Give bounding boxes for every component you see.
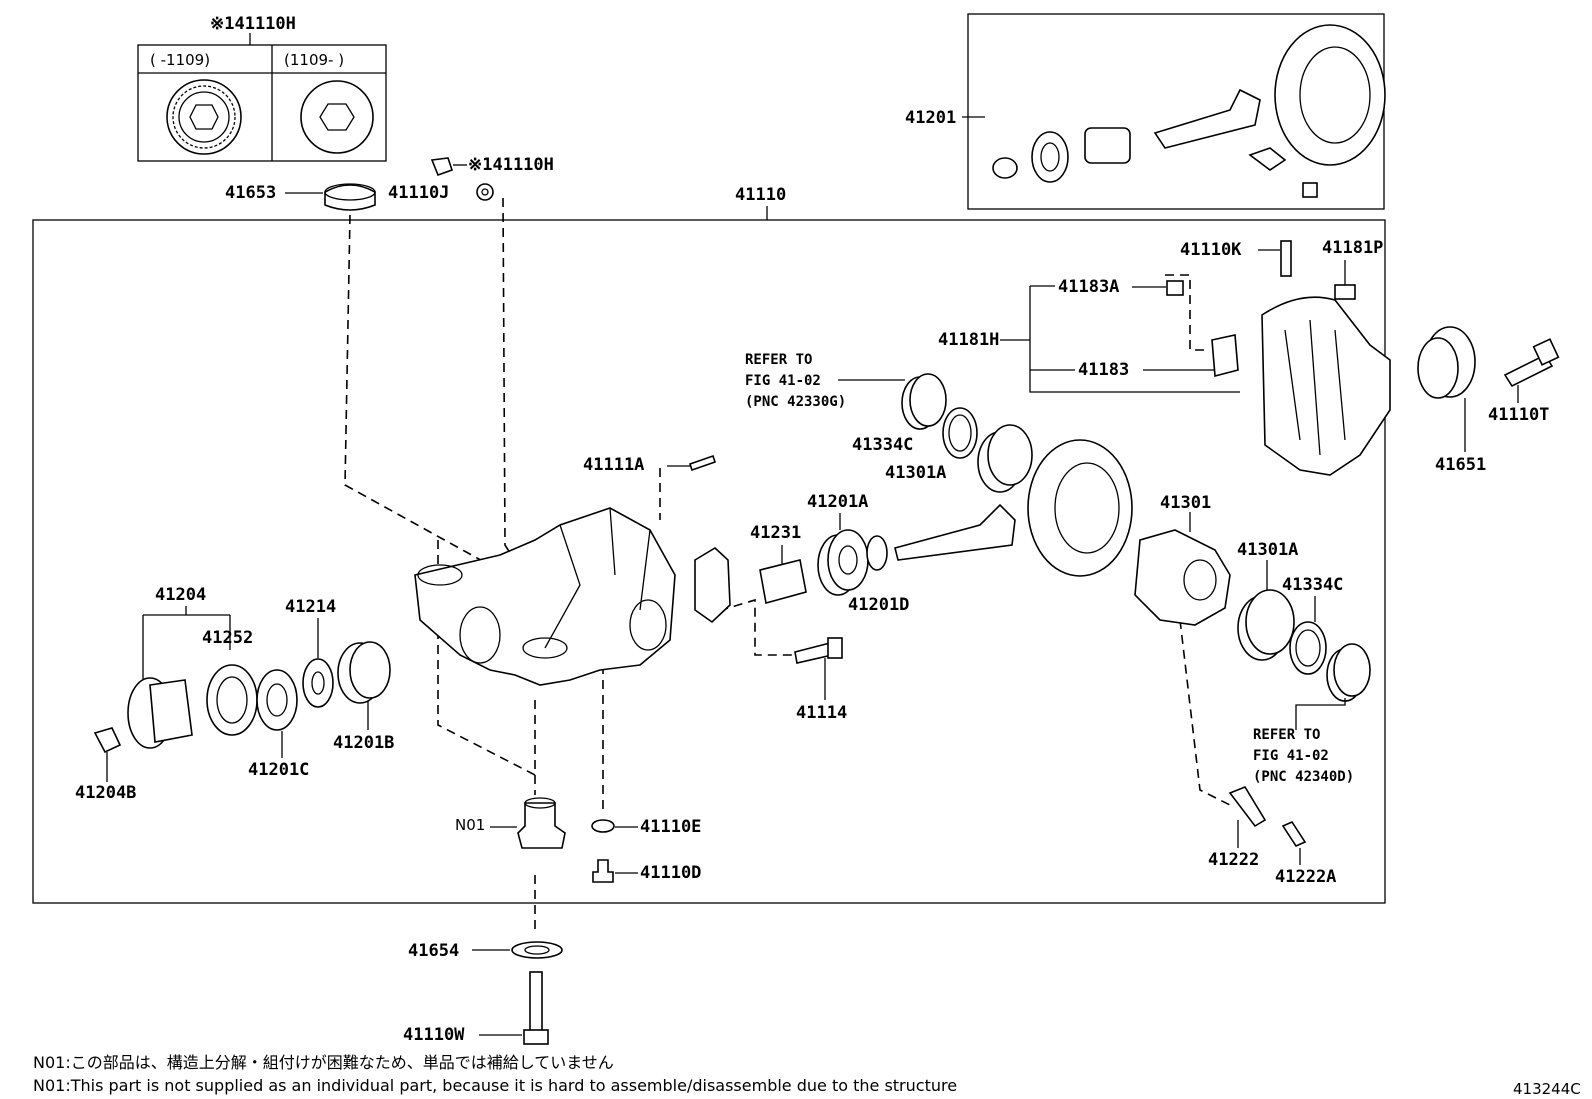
label-41301A-top: 41301A <box>885 463 946 483</box>
part-bearing-cap <box>694 547 731 624</box>
label-41651: 41651 <box>1435 455 1486 475</box>
part-oil-seal-top <box>901 373 947 430</box>
part-41110J-gasket <box>476 183 494 201</box>
label-41201C: 41201C <box>248 760 309 780</box>
note-jp: N01:この部品は、構造上分解・組付けが困難なため、単品では補給していません <box>33 1053 614 1072</box>
label-41114: 41114 <box>796 703 847 723</box>
part-41201C-seal <box>256 669 298 731</box>
plug-with-print-icon <box>166 79 242 155</box>
part-41252-deflector <box>206 664 258 736</box>
refer-bottom-line2: FIG 41-02 <box>1253 748 1329 764</box>
label-41201B: 41201B <box>333 733 394 753</box>
ring-pinion-inset-parts <box>992 24 1386 198</box>
part-41222A-bolt <box>1281 820 1307 848</box>
part-41183A-bolt <box>1166 280 1184 296</box>
label-41222A: 41222A <box>1275 867 1336 887</box>
part-N01-mount <box>517 797 566 849</box>
part-41111A-pin <box>688 454 717 472</box>
part-41201A-bearing <box>817 529 869 596</box>
label-41183A: 41183A <box>1058 277 1119 297</box>
variant-col-right-label: (1109- ) <box>284 51 344 69</box>
label-41334C-top: 41334C <box>852 435 913 455</box>
label-41201A: 41201A <box>807 492 868 512</box>
refer-bottom-line1: REFER TO <box>1253 727 1320 743</box>
label-41201: 41201 <box>905 108 956 128</box>
label-41110T: 41110T <box>1488 405 1549 425</box>
part-41231-spacer <box>759 559 807 605</box>
plug-plain-icon <box>300 80 374 154</box>
part-drive-pinion <box>894 503 1016 561</box>
label-41334C-right: 41334C <box>1282 575 1343 595</box>
variant-col-left-label: ( -1109) <box>150 51 210 69</box>
note-en: N01:This part is not supplied as an indi… <box>33 1076 957 1095</box>
part-41222-bracket <box>1228 786 1267 828</box>
part-41201D-washer <box>866 535 888 571</box>
part-41110K-breather <box>1280 240 1292 277</box>
label-41110W: 41110W <box>403 1025 465 1045</box>
part-41114-bolt <box>794 637 843 664</box>
part-41214-washer <box>302 658 334 708</box>
label-41110J: 41110J <box>388 183 449 203</box>
label-41201D: 41201D <box>848 595 909 615</box>
label-41110-main: 41110 <box>735 185 786 205</box>
label-41110K: 41110K <box>1180 240 1242 260</box>
label-41301A-right: 41301A <box>1237 540 1298 560</box>
part-41654-washer <box>511 941 563 959</box>
part-oil-seal-bottom <box>1326 643 1371 702</box>
label-41110H-top: ※141110H <box>468 155 554 175</box>
label-41111A: 41111A <box>583 455 644 475</box>
part-41110D-plug <box>592 859 614 883</box>
part-41183-nameplate <box>1211 334 1239 378</box>
part-41301A-right-bearing <box>1237 589 1295 661</box>
part-41334C-top-shim <box>942 407 978 459</box>
part-41204-flange <box>127 677 193 749</box>
part-41110T-bolt <box>1503 338 1560 388</box>
label-41204: 41204 <box>155 585 206 605</box>
part-41110H-plug <box>430 157 454 177</box>
part-41110-carrier-housing <box>414 507 676 686</box>
label-41181P: 41181P <box>1322 238 1383 258</box>
label-41653: 41653 <box>225 183 276 203</box>
refer-top-line2: FIG 41-02 <box>745 373 821 389</box>
part-41110E-gasket <box>591 819 615 833</box>
figure-code: 413244C <box>1513 1080 1581 1098</box>
variant-inset-table: ( -1109) (1109- ) <box>137 44 387 162</box>
label-41110D: 41110D <box>640 863 701 883</box>
part-41201B-bearing <box>337 641 391 704</box>
part-41181H-rear-cover <box>1261 296 1391 476</box>
part-41110W-bolt <box>523 971 549 1045</box>
part-41301-diff-case <box>1134 529 1231 626</box>
label-41654: 41654 <box>408 941 459 961</box>
part-41651-cap <box>1417 326 1476 399</box>
main-assembly-frame <box>32 219 1386 904</box>
label-41181H: 41181H <box>938 330 999 350</box>
label-41252: 41252 <box>202 628 253 648</box>
refer-bottom-line3: (PNC 42340D) <box>1253 769 1354 785</box>
label-41222: 41222 <box>1208 850 1259 870</box>
part-41301A-top-bearing <box>977 424 1033 493</box>
label-41301: 41301 <box>1160 493 1211 513</box>
label-N01: N01 <box>455 816 485 834</box>
refer-top-line3: (PNC 42330G) <box>745 394 846 410</box>
label-41214: 41214 <box>285 597 336 617</box>
label-41183: 41183 <box>1078 360 1129 380</box>
part-41334C-right-shim <box>1289 621 1327 675</box>
label-41204B: 41204B <box>75 783 136 803</box>
label-41110E: 41110E <box>640 817 701 837</box>
part-41204B-nut <box>93 727 122 754</box>
label-41110H-variant: ※141110H <box>210 14 296 34</box>
label-41231: 41231 <box>750 523 801 543</box>
part-ring-gear <box>1027 439 1133 577</box>
part-41653-cap <box>324 183 376 211</box>
part-41181P-bolt <box>1334 284 1356 300</box>
refer-top-line1: REFER TO <box>745 352 812 368</box>
